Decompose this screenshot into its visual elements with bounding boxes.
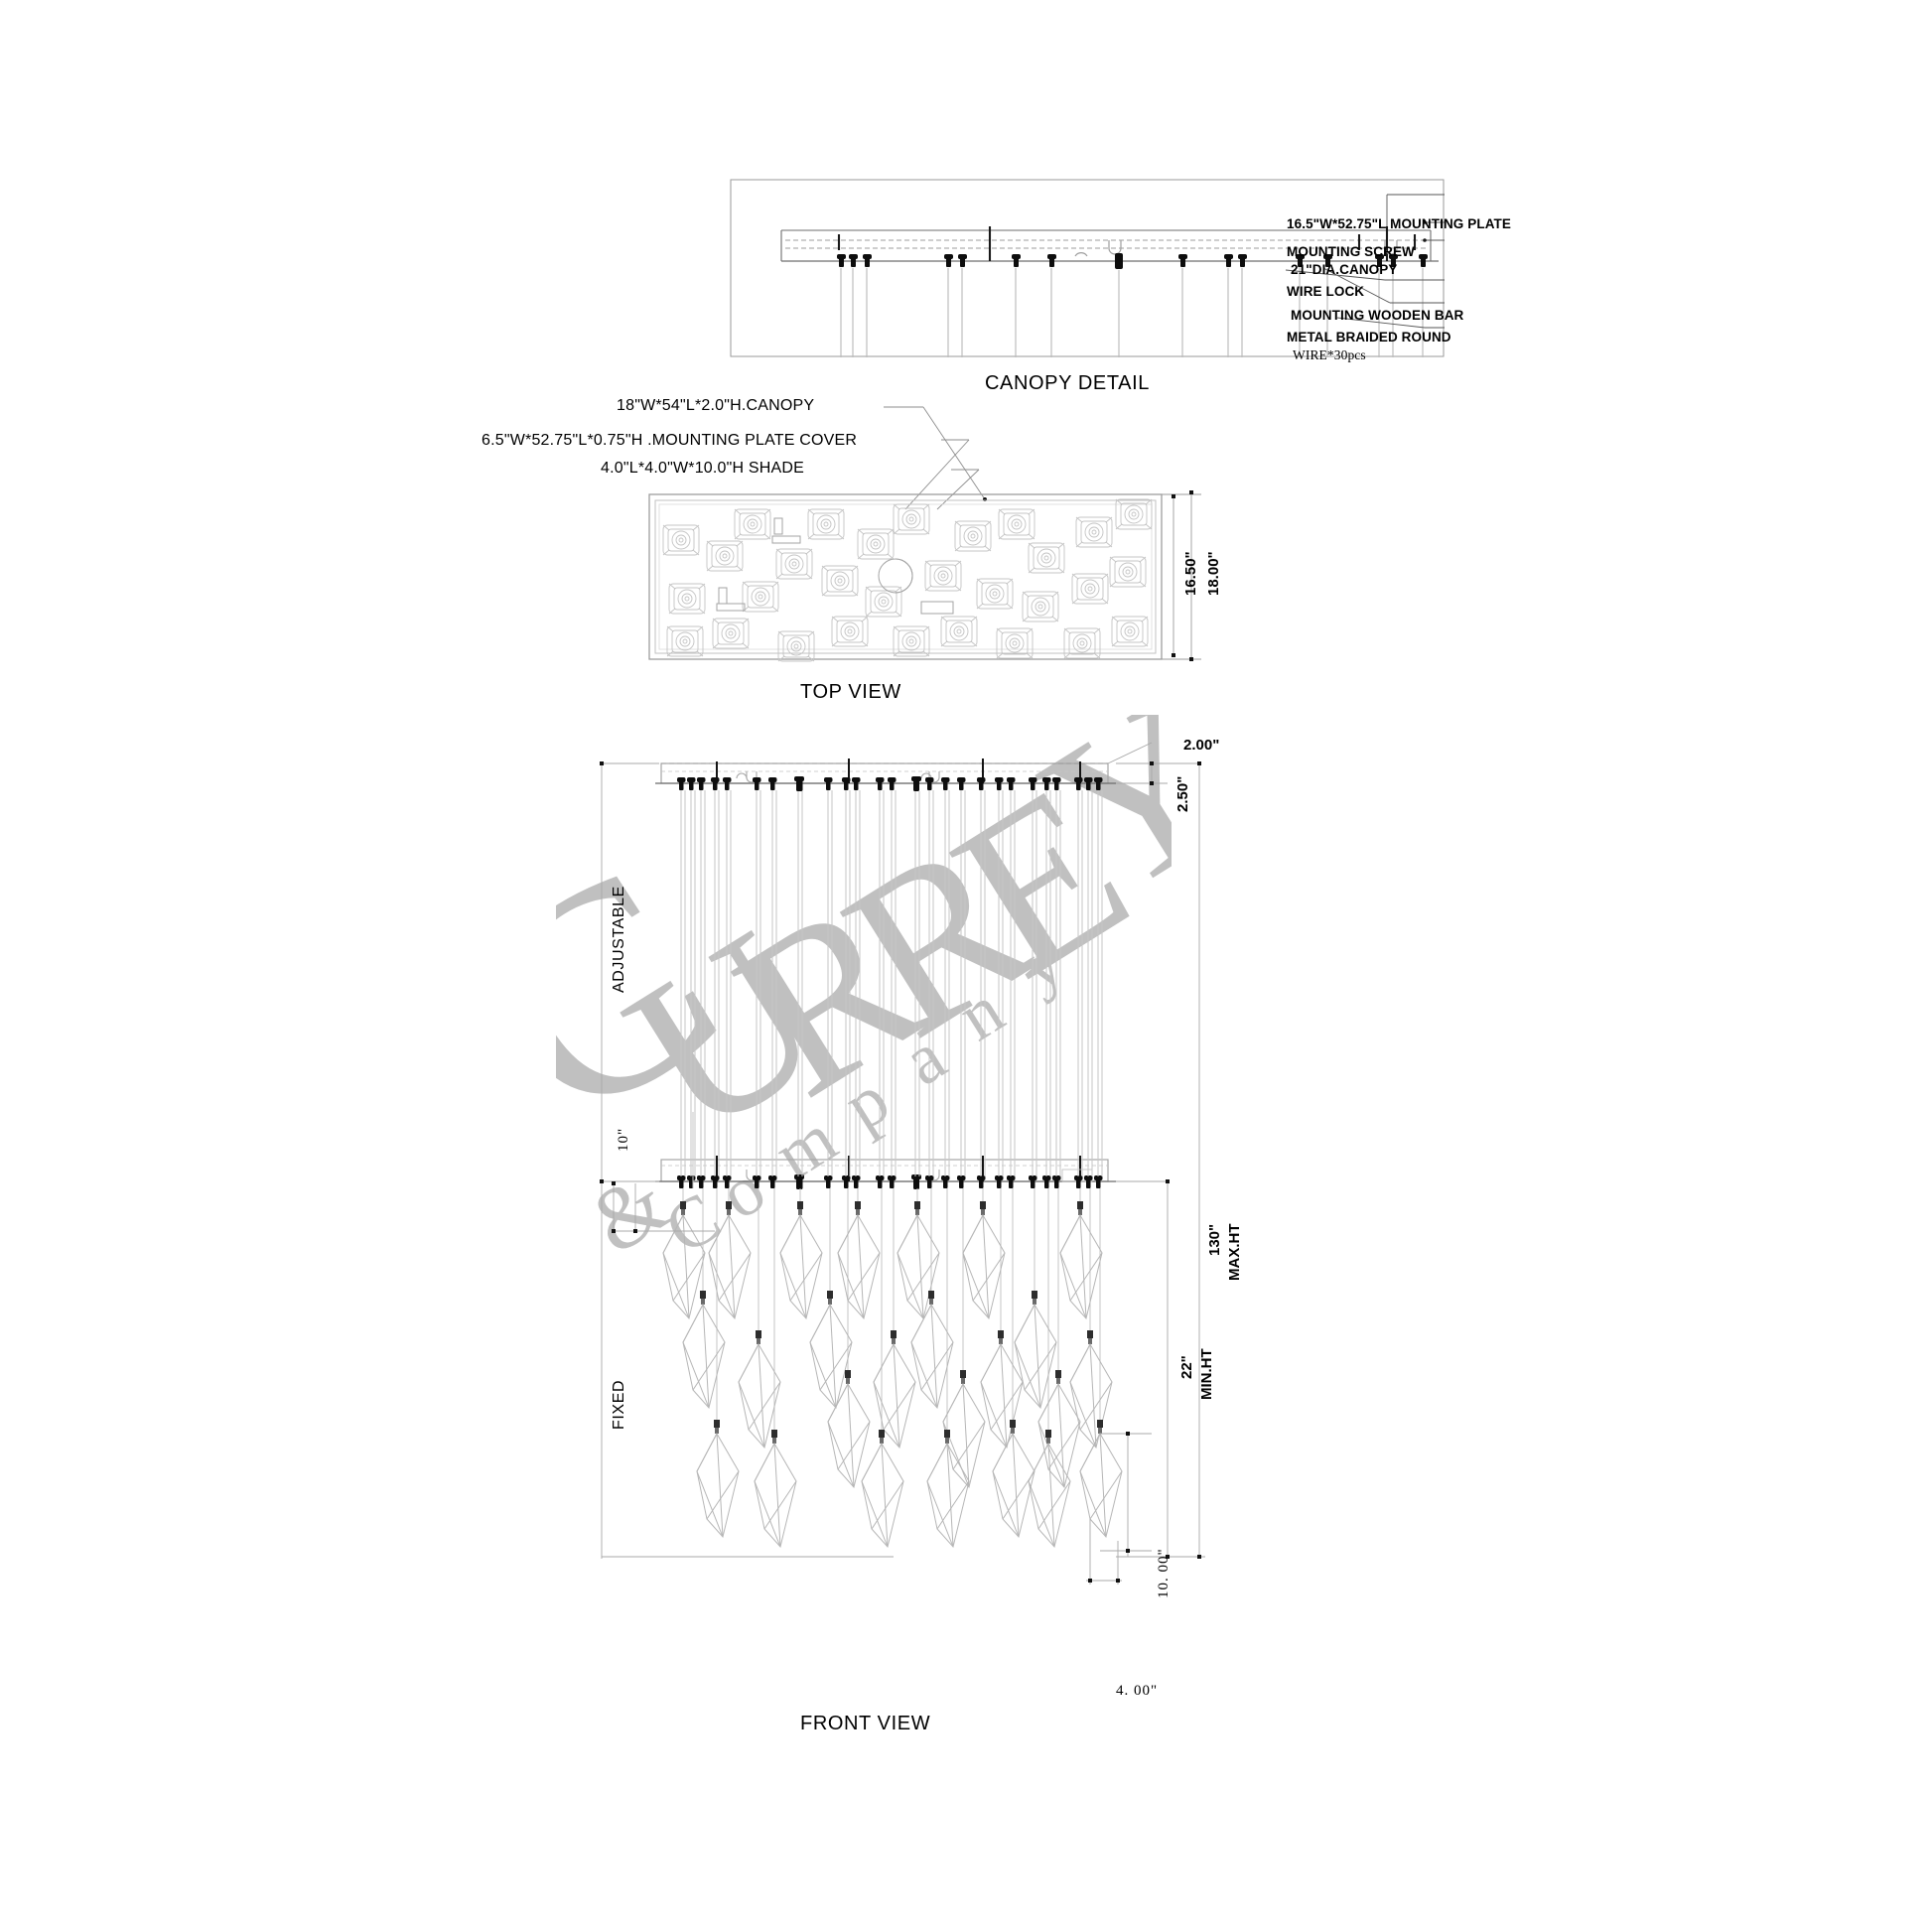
top-view-dim-inner-width: 16.50" [1182, 551, 1199, 596]
front-view-dim-max-height-value: 130" [1206, 1223, 1223, 1256]
front-view-dim-shade-height: 10. 00" [1156, 1548, 1172, 1598]
callout-canopy-dia: 21"DIA.CANOPY [1291, 262, 1398, 277]
front-view-zone-adjustable: ADJUSTABLE [611, 886, 627, 993]
front-view-dim-canopy-height: 2.50" [1174, 775, 1191, 812]
callout-mounting-plate: 16.5"W*52.75"L MOUNTING PLATE [1287, 216, 1511, 231]
top-view-dim-outer-width: 18.00" [1205, 551, 1222, 596]
canopy-detail-svg [730, 179, 1445, 357]
front-view-dim-shade-width: 4. 00" [1116, 1683, 1159, 1699]
canopy-detail-title: CANOPY DETAIL [985, 372, 1150, 394]
wire-group [837, 253, 1428, 357]
callout-wooden-bar: MOUNTING WOODEN BAR [1291, 308, 1464, 323]
callout-top-plate-cover: 6.5"W*52.75"L*0.75"H .MOUNTING PLATE COV… [482, 432, 858, 449]
top-view-shades [662, 498, 1153, 662]
front-view-dim-drop-offset: 10" [616, 1127, 631, 1152]
callout-top-shade: 4.0"L*4.0"W*10.0"H SHADE [601, 460, 805, 477]
callout-braided-wire-line1: METAL BRAIDED ROUND [1287, 330, 1451, 345]
front-view-dimension-lines [601, 762, 1205, 1585]
top-view-title: TOP VIEW [800, 681, 901, 703]
front-view-zone-fixed: FIXED [611, 1379, 627, 1430]
front-view-title: FRONT VIEW [800, 1713, 931, 1734]
callout-braided-wire-line2: WIRE*30pcs [1293, 347, 1366, 362]
top-view-leaders [774, 402, 1102, 511]
callout-wire-lock: WIRE LOCK [1287, 284, 1365, 299]
front-view-dim-min-height-value: 22" [1178, 1355, 1195, 1379]
front-view-dim-min-height-label: MIN.HT [1198, 1348, 1215, 1400]
top-view-svg [648, 490, 1201, 662]
top-view [645, 484, 1201, 673]
callout-top-canopy: 18"W*54"L*2.0"H.CANOPY [617, 397, 815, 414]
canopy-detail-view [730, 179, 1445, 357]
callout-mounting-screw: MOUNTING SCREW [1287, 244, 1415, 259]
front-view [596, 735, 1291, 1668]
front-view-svg [600, 742, 1205, 1585]
pendant-wires [677, 776, 1103, 1189]
pendant-shades [662, 1112, 1123, 1549]
front-view-dim-max-height-label: MAX.HT [1226, 1223, 1243, 1282]
top-view-dimension-lines [1162, 492, 1201, 661]
front-view-dim-canopy-thickness: 2.00" [1183, 737, 1220, 754]
mounting-plate-top [716, 517, 954, 615]
